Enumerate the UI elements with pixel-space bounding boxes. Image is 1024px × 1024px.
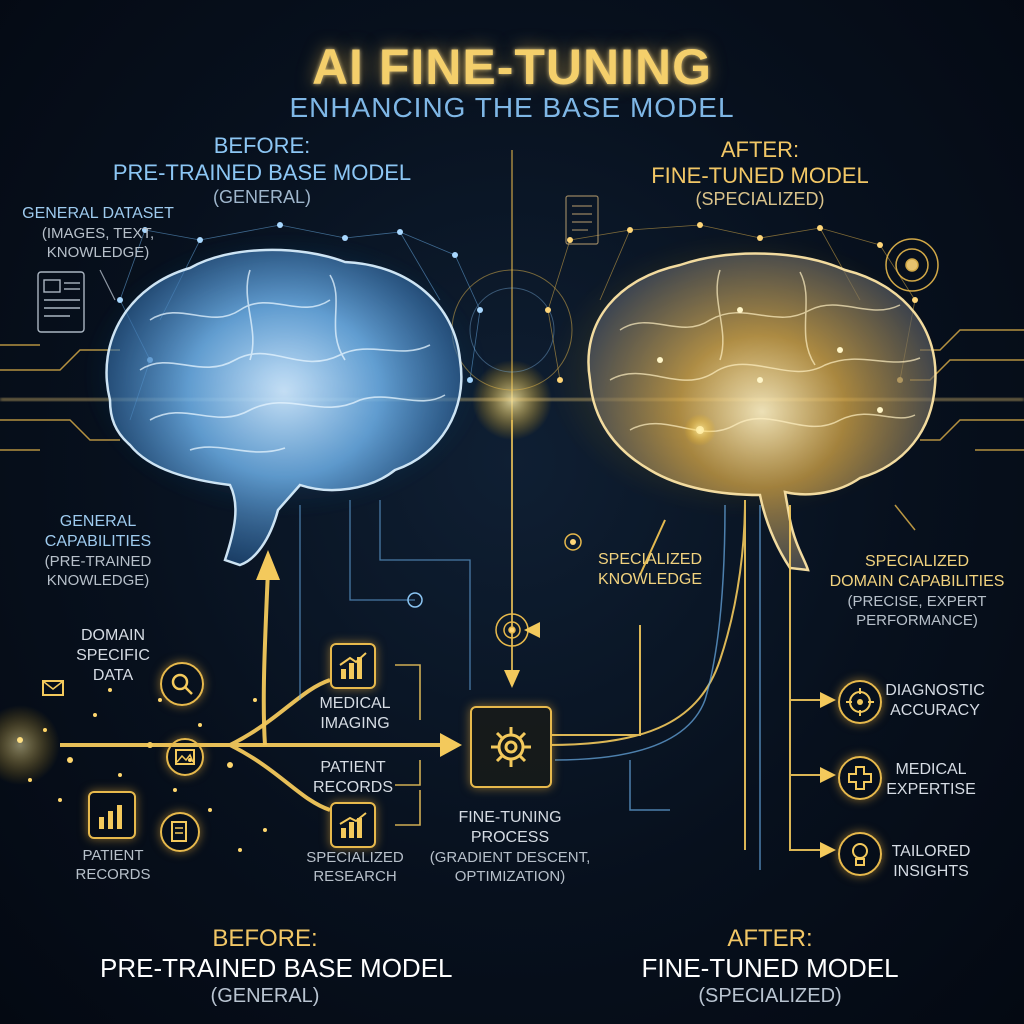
general-dataset-detail-1: (IMAGES, TEXT,: [41, 225, 155, 242]
process-title-2: PROCESS: [470, 829, 550, 846]
search-data-icon: [160, 662, 204, 706]
specialized-knowledge-line-2: KNOWLEDGE: [597, 571, 702, 588]
specialized-domain-line-1: SPECIALIZED: [864, 553, 970, 570]
right-circuit-lines: [910, 329, 1024, 451]
patient-records-left-line-1: PATIENT: [82, 847, 144, 864]
output-blue-lines: [554, 504, 761, 870]
patient-records-left-label: PATIENT RECORDS: [58, 846, 168, 884]
dataset-bracket: [99, 269, 116, 301]
diagnostic-line-2: ACCURACY: [890, 702, 980, 719]
arrow-up-head: [256, 550, 280, 580]
general-capabilities-detail-2: KNOWLEDGE): [46, 572, 150, 589]
specialized-research-line-2: RESEARCH: [313, 868, 397, 885]
specialized-domain-line-2: DOMAIN CAPABILITIES: [829, 573, 1005, 590]
before-top-note: (GENERAL): [212, 187, 311, 207]
records-document-icon: [160, 812, 200, 852]
process-detail-1: (GRADIENT DESCENT,: [429, 849, 591, 866]
fine-tuning-gear-box: [470, 706, 552, 788]
medical-imaging-line-2: IMAGING: [320, 715, 390, 732]
patient-records-left-line-2: RECORDS: [75, 866, 151, 883]
before-top-label: BEFORE:: [213, 133, 311, 158]
gear-icon: [491, 727, 531, 767]
finetuned-brain-illustration: [550, 235, 940, 572]
domain-data-line-2: SPECIFIC: [76, 647, 150, 664]
page-subtitle: ENHANCING THE BASE MODEL: [289, 92, 735, 123]
lightbulb-icon: [838, 832, 882, 876]
pretrained-brain-illustration: [85, 235, 485, 567]
specialized-domain-detail-2: PERFORMANCE): [856, 612, 978, 629]
specialized-knowledge-label: SPECIALIZED KNOWLEDGE: [585, 550, 715, 590]
image-data-icon: [166, 738, 204, 776]
patient-records-mid-line-1: PATIENT: [320, 759, 386, 776]
general-capabilities-label: GENERAL CAPABILITIES (PRE-TRAINED KNOWLE…: [28, 512, 168, 590]
knowledge-bracket: [639, 519, 666, 576]
arrow-right-head: [440, 733, 462, 757]
specialized-research-line-1: SPECIALIZED: [306, 849, 404, 866]
domain-bracket: [894, 504, 916, 531]
arrow-to-process: [60, 678, 445, 812]
before-bottom-model: PRE-TRAINED BASE MODEL: [100, 953, 453, 983]
general-dataset-detail-2: KNOWLEDGE): [46, 244, 150, 261]
medical-imaging-line-1: MEDICAL: [319, 695, 391, 712]
after-top-label: AFTER:: [720, 137, 800, 162]
general-capabilities-title-2: CAPABILITIES: [44, 533, 152, 550]
diagnostic-accuracy-icon: [838, 680, 882, 724]
before-top-model: PRE-TRAINED BASE MODEL: [112, 160, 412, 185]
medical-expertise-label: MEDICAL EXPERTISE: [876, 760, 986, 800]
medical-imaging-label: MEDICAL IMAGING: [305, 694, 405, 734]
general-capabilities-detail-1: (PRE-TRAINED: [44, 553, 152, 570]
specialized-knowledge-line-1: SPECIALIZED: [597, 551, 703, 568]
arrow-to-pretrained: [261, 569, 270, 746]
after-bottom-label: AFTER:: [727, 925, 813, 952]
dataset-document-icon: [37, 271, 85, 333]
blue-connector-lines: [299, 500, 471, 700]
medical-expertise-line-2: EXPERTISE: [886, 781, 976, 798]
patient-records-chart-icon: [88, 791, 136, 839]
general-dataset-label: GENERAL DATASET (IMAGES, TEXT, KNOWLEDGE…: [18, 204, 178, 262]
diagnostic-accuracy-label: DIAGNOSTIC ACCURACY: [880, 681, 990, 721]
before-bottom-note: (GENERAL): [210, 985, 320, 1007]
process-title-1: FINE-TUNING: [458, 809, 562, 826]
specialized-domain-detail-1: (PRECISE, EXPERT: [847, 593, 987, 610]
tailored-line-1: TAILORED: [891, 843, 971, 860]
page-title: AI FINE-TUNING: [311, 39, 713, 95]
research-chart-icon: [330, 802, 376, 848]
process-detail-2: OPTIMIZATION): [454, 868, 566, 885]
fine-tuning-process-label: FINE-TUNING PROCESS (GRADIENT DESCENT, O…: [415, 808, 605, 886]
after-bottom-model: FINE-TUNED MODEL: [641, 953, 899, 983]
after-top-note: (SPECIALIZED): [695, 189, 825, 209]
target-icon-right: [885, 238, 939, 292]
diagnostic-line-1: DIAGNOSTIC: [885, 682, 985, 699]
tailored-line-2: INSIGHTS: [893, 863, 969, 880]
before-bottom-label: BEFORE:: [212, 925, 318, 952]
specialized-domain-label: SPECIALIZED DOMAIN CAPABILITIES (PRECISE…: [812, 552, 1022, 630]
domain-data-label: DOMAIN SPECIFIC DATA: [58, 626, 168, 686]
general-dataset-title: GENERAL DATASET: [22, 205, 174, 222]
general-capabilities-title-1: GENERAL: [59, 513, 137, 530]
spec-document-icon: [565, 195, 599, 245]
mail-icon: [42, 680, 64, 696]
specialized-research-label: SPECIALIZED RESEARCH: [295, 848, 415, 886]
patient-records-mid-label: PATIENT RECORDS: [303, 758, 403, 798]
medical-expertise-line-1: MEDICAL: [895, 761, 967, 778]
patient-records-mid-line-2: RECORDS: [312, 779, 393, 796]
after-top-model: FINE-TUNED MODEL: [651, 163, 869, 188]
medical-imaging-chart-icon: [330, 643, 376, 689]
after-bottom-note: (SPECIALIZED): [698, 985, 842, 1007]
domain-data-line-3: DATA: [92, 667, 134, 684]
data-particle-stream: [17, 688, 267, 852]
tailored-insights-label: TAILORED INSIGHTS: [876, 842, 986, 882]
medical-cross-icon: [838, 756, 882, 800]
domain-data-line-1: DOMAIN: [81, 627, 145, 644]
